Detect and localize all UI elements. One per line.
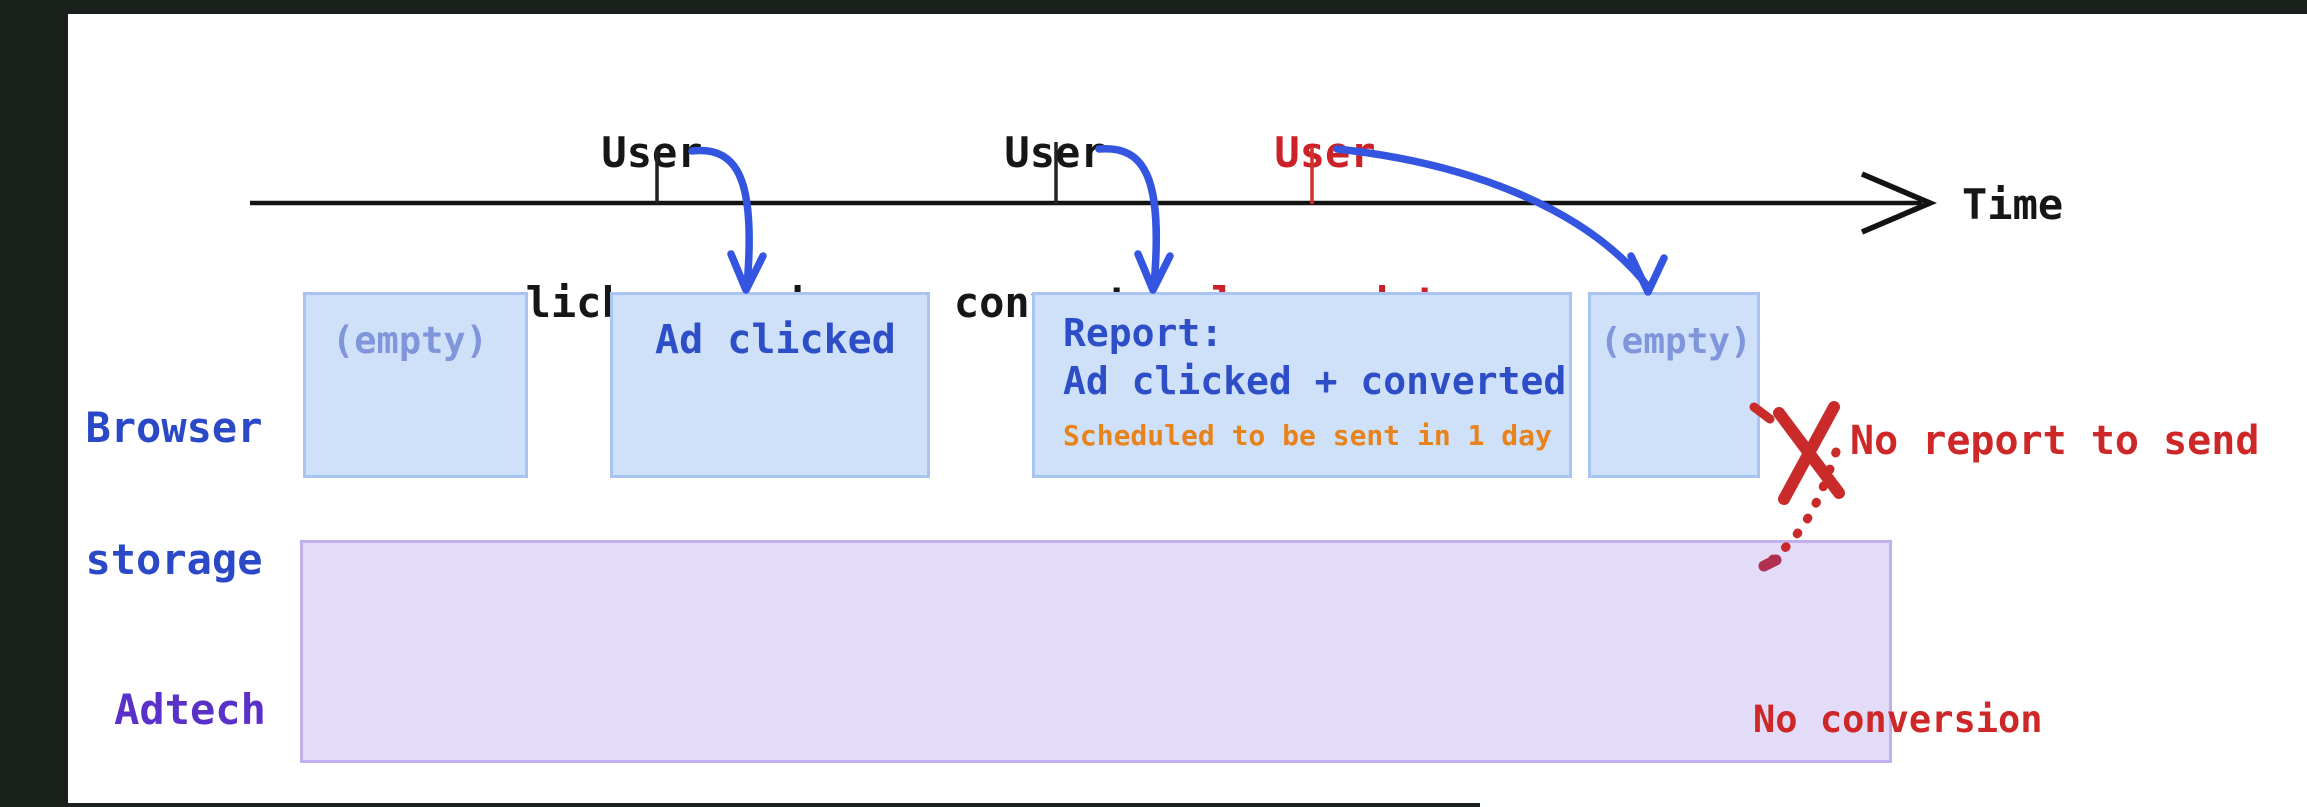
storage-box-text: (empty) xyxy=(1600,321,1752,362)
report-detail: Ad clicked + converted xyxy=(1063,359,1567,403)
row-label-line1: Adtech xyxy=(114,685,266,734)
x-mark-icon xyxy=(1749,401,1845,505)
storage-box-ad-clicked: Ad clicked xyxy=(610,292,930,478)
left-edge-bar xyxy=(0,0,68,807)
row-label-browser-storage: Browser storage xyxy=(34,318,314,670)
report-title: Report: xyxy=(1063,311,1224,355)
row-label-adtech-server: Adtech server xyxy=(50,580,330,807)
timeline-arrowhead-icon xyxy=(1860,171,1938,235)
storage-box-empty-1: (empty) xyxy=(303,292,528,478)
bottom-edge-bar xyxy=(0,803,1480,807)
storage-box-empty-2: (empty) xyxy=(1588,292,1760,478)
annotation-no-conversion-line1: No conversion xyxy=(1753,698,2043,741)
row-label-line1: Browser xyxy=(85,403,263,452)
storage-box-report: Report: Ad clicked + converted Scheduled… xyxy=(1032,292,1572,478)
annotation-no-report: No report to send xyxy=(1850,418,2260,464)
top-edge-bar xyxy=(0,0,2307,14)
annotation-no-conversion: No conversion reported to adtech xyxy=(1753,600,2154,807)
row-label-line2: storage xyxy=(85,535,263,584)
storage-box-text: Ad clicked xyxy=(655,317,896,363)
adtech-server-box xyxy=(300,540,1892,763)
storage-box-text: (empty) xyxy=(332,319,488,362)
report-schedule-note: Scheduled to be sent in 1 day xyxy=(1063,419,1552,452)
time-axis-label: Time xyxy=(1962,180,2064,229)
flow-arrowhead-cleared-icon xyxy=(1627,252,1668,296)
event-label-line1: User xyxy=(601,128,703,177)
event-label-line1: User xyxy=(1274,128,1376,177)
